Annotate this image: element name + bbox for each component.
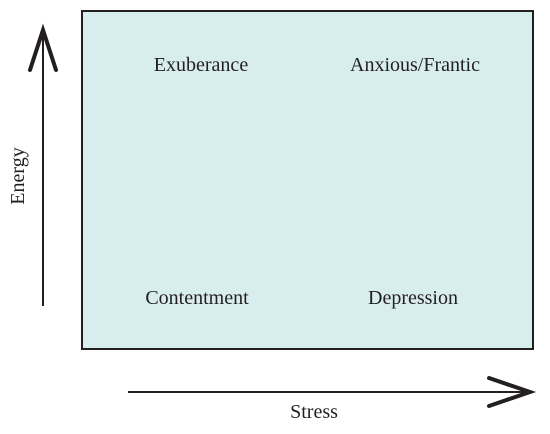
energy-axis-label: Energy xyxy=(7,147,29,205)
quadrant-label-exuberance: Exuberance xyxy=(153,54,249,76)
quadrant-label-contentment: Contentment xyxy=(145,287,249,309)
energy-axis-arrow xyxy=(28,23,58,306)
quadrant-box xyxy=(81,10,534,350)
stress-axis-arrow xyxy=(128,376,537,408)
stress-axis-label: Stress xyxy=(290,401,338,423)
quadrant-label-anxious-frantic: Anxious/Frantic xyxy=(350,54,480,76)
quadrant-label-depression: Depression xyxy=(368,287,458,309)
